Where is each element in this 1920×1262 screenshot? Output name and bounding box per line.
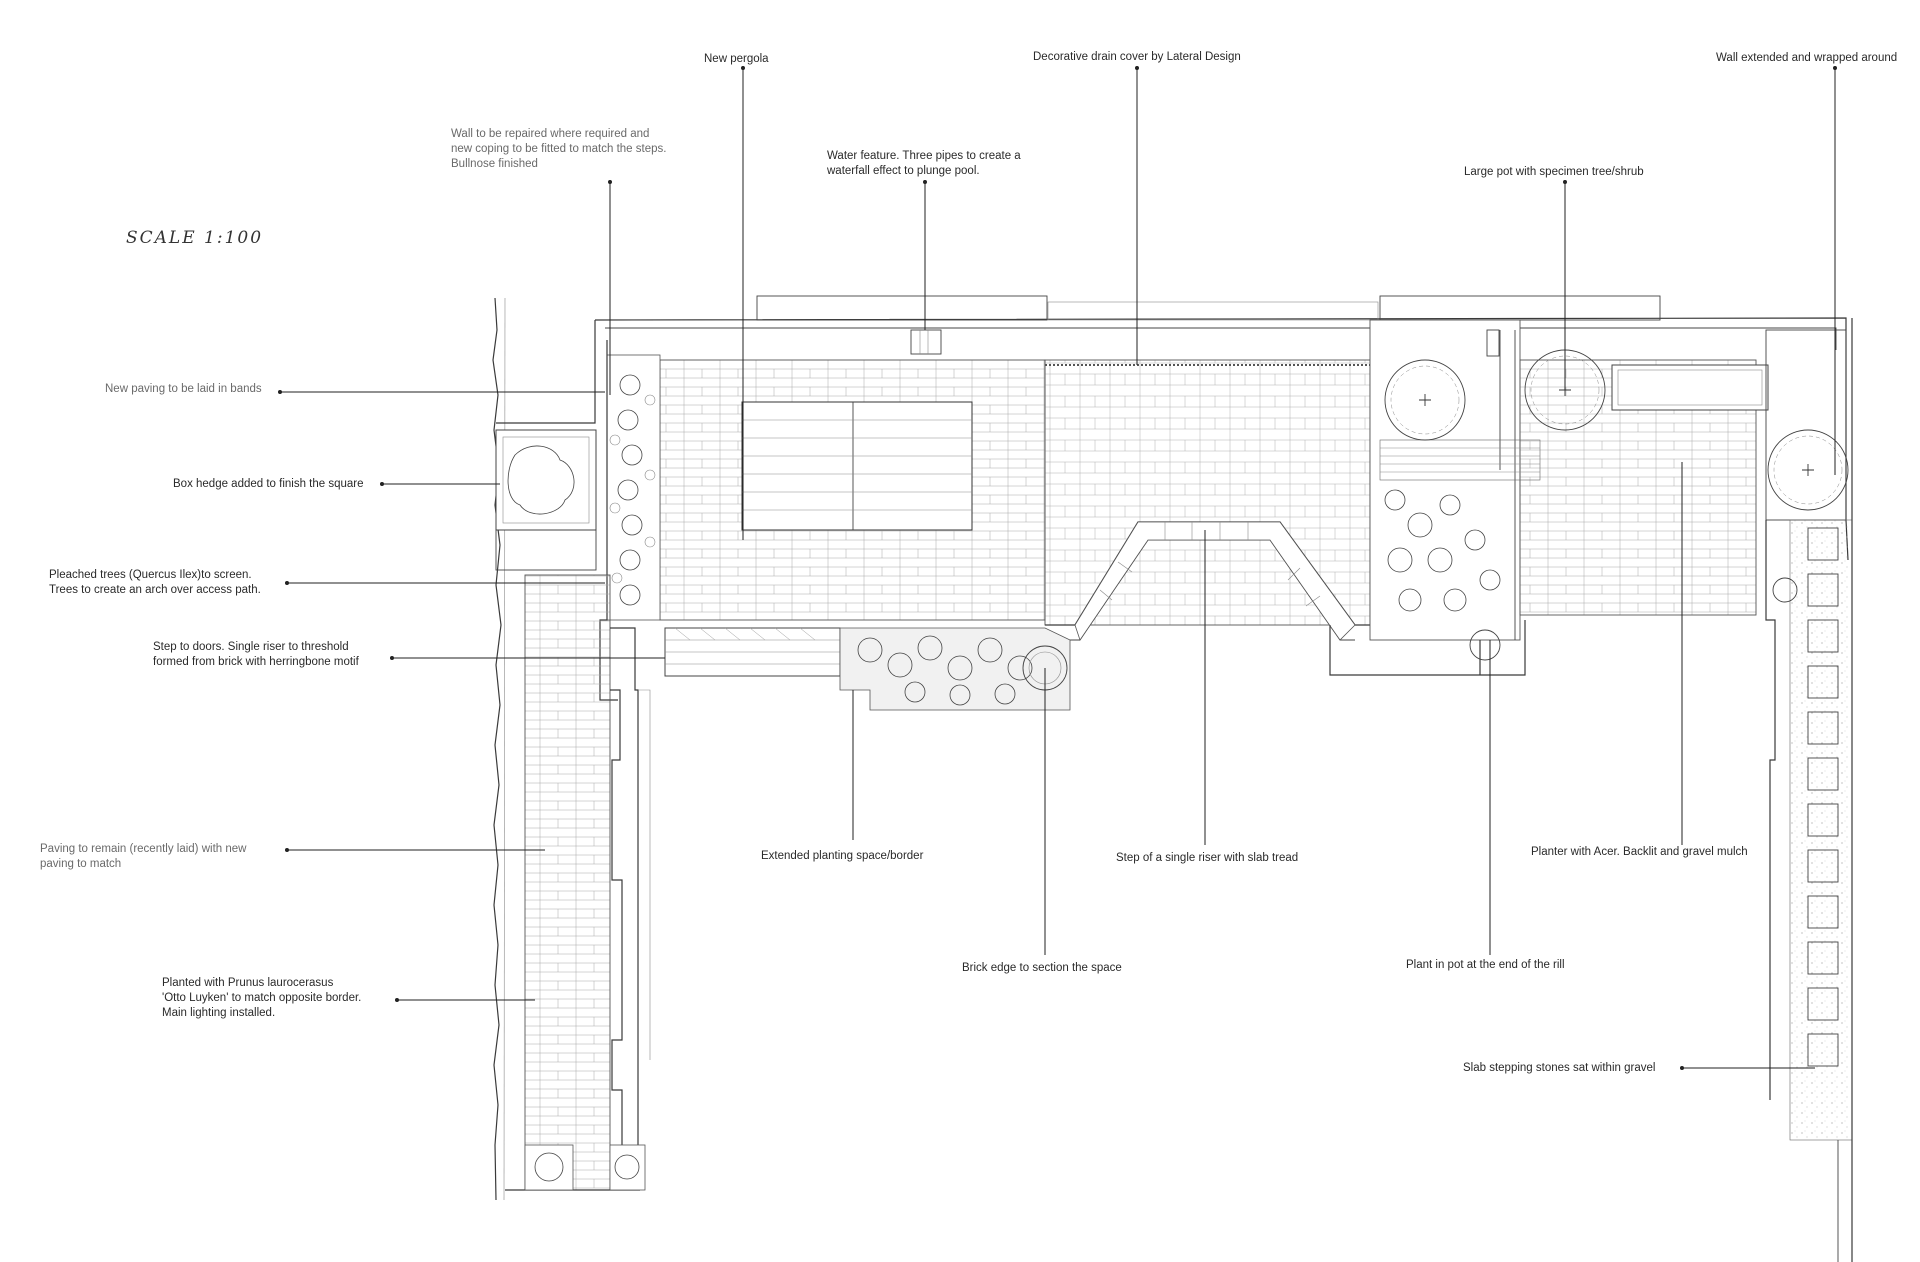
label-plant-pot-rill: Plant in pot at the end of the rill	[1406, 959, 1565, 971]
leader-lines	[278, 66, 1836, 1069]
label-large-pot: Large pot with specimen tree/shrub	[1464, 166, 1644, 178]
label-wall-repair: Wall to be repaired where required and n…	[451, 128, 667, 170]
left-planting-strip	[606, 354, 661, 621]
label-planted-prunus: Planted with Prunus laurocerasus 'Otto L…	[162, 977, 362, 1019]
side-path-edge	[610, 627, 639, 1190]
back-wall-left	[756, 295, 1048, 321]
label-wall-extended: Wall extended and wrapped around	[1716, 52, 1898, 64]
extended-planting-border	[839, 627, 1071, 711]
label-paving-remain: Paving to remain (recently laid) with ne…	[40, 843, 247, 870]
gravel-strip	[1789, 519, 1853, 1141]
back-wall-right	[1379, 295, 1661, 321]
box-hedge-square	[495, 429, 597, 531]
label-step-single-riser: Step of a single riser with slab tread	[1116, 852, 1299, 864]
scale-note: SCALE 1:100	[126, 228, 264, 248]
label-box-hedge: Box hedge added to finish the square	[173, 478, 364, 490]
label-planter-acer: Planter with Acer. Backlit and gravel mu…	[1531, 846, 1748, 858]
water-feature-box	[910, 329, 942, 355]
label-new-paving: New paving to be laid in bands	[105, 383, 262, 395]
side-access-paving	[524, 574, 611, 1191]
planter-acer	[1611, 364, 1769, 411]
label-extended-planting: Extended planting space/border	[761, 850, 924, 862]
label-new-pergola: New pergola	[704, 53, 769, 65]
leader-dots	[278, 66, 1837, 1070]
label-step-doors: Step to doors. Single riser to threshold…	[153, 641, 359, 668]
label-brick-edge: Brick edge to section the space	[962, 962, 1122, 974]
label-drain-cover: Decorative drain cover by Lateral Design	[1033, 51, 1241, 63]
label-pleached-trees: Pleached trees (Quercus Ilex)to screen. …	[49, 569, 261, 596]
label-water-feature: Water feature. Three pipes to create a w…	[827, 150, 1021, 177]
label-slab-stepping: Slab stepping stones sat within gravel	[1463, 1062, 1656, 1074]
pergola	[741, 401, 973, 531]
left-boundary-line	[492, 297, 502, 1201]
